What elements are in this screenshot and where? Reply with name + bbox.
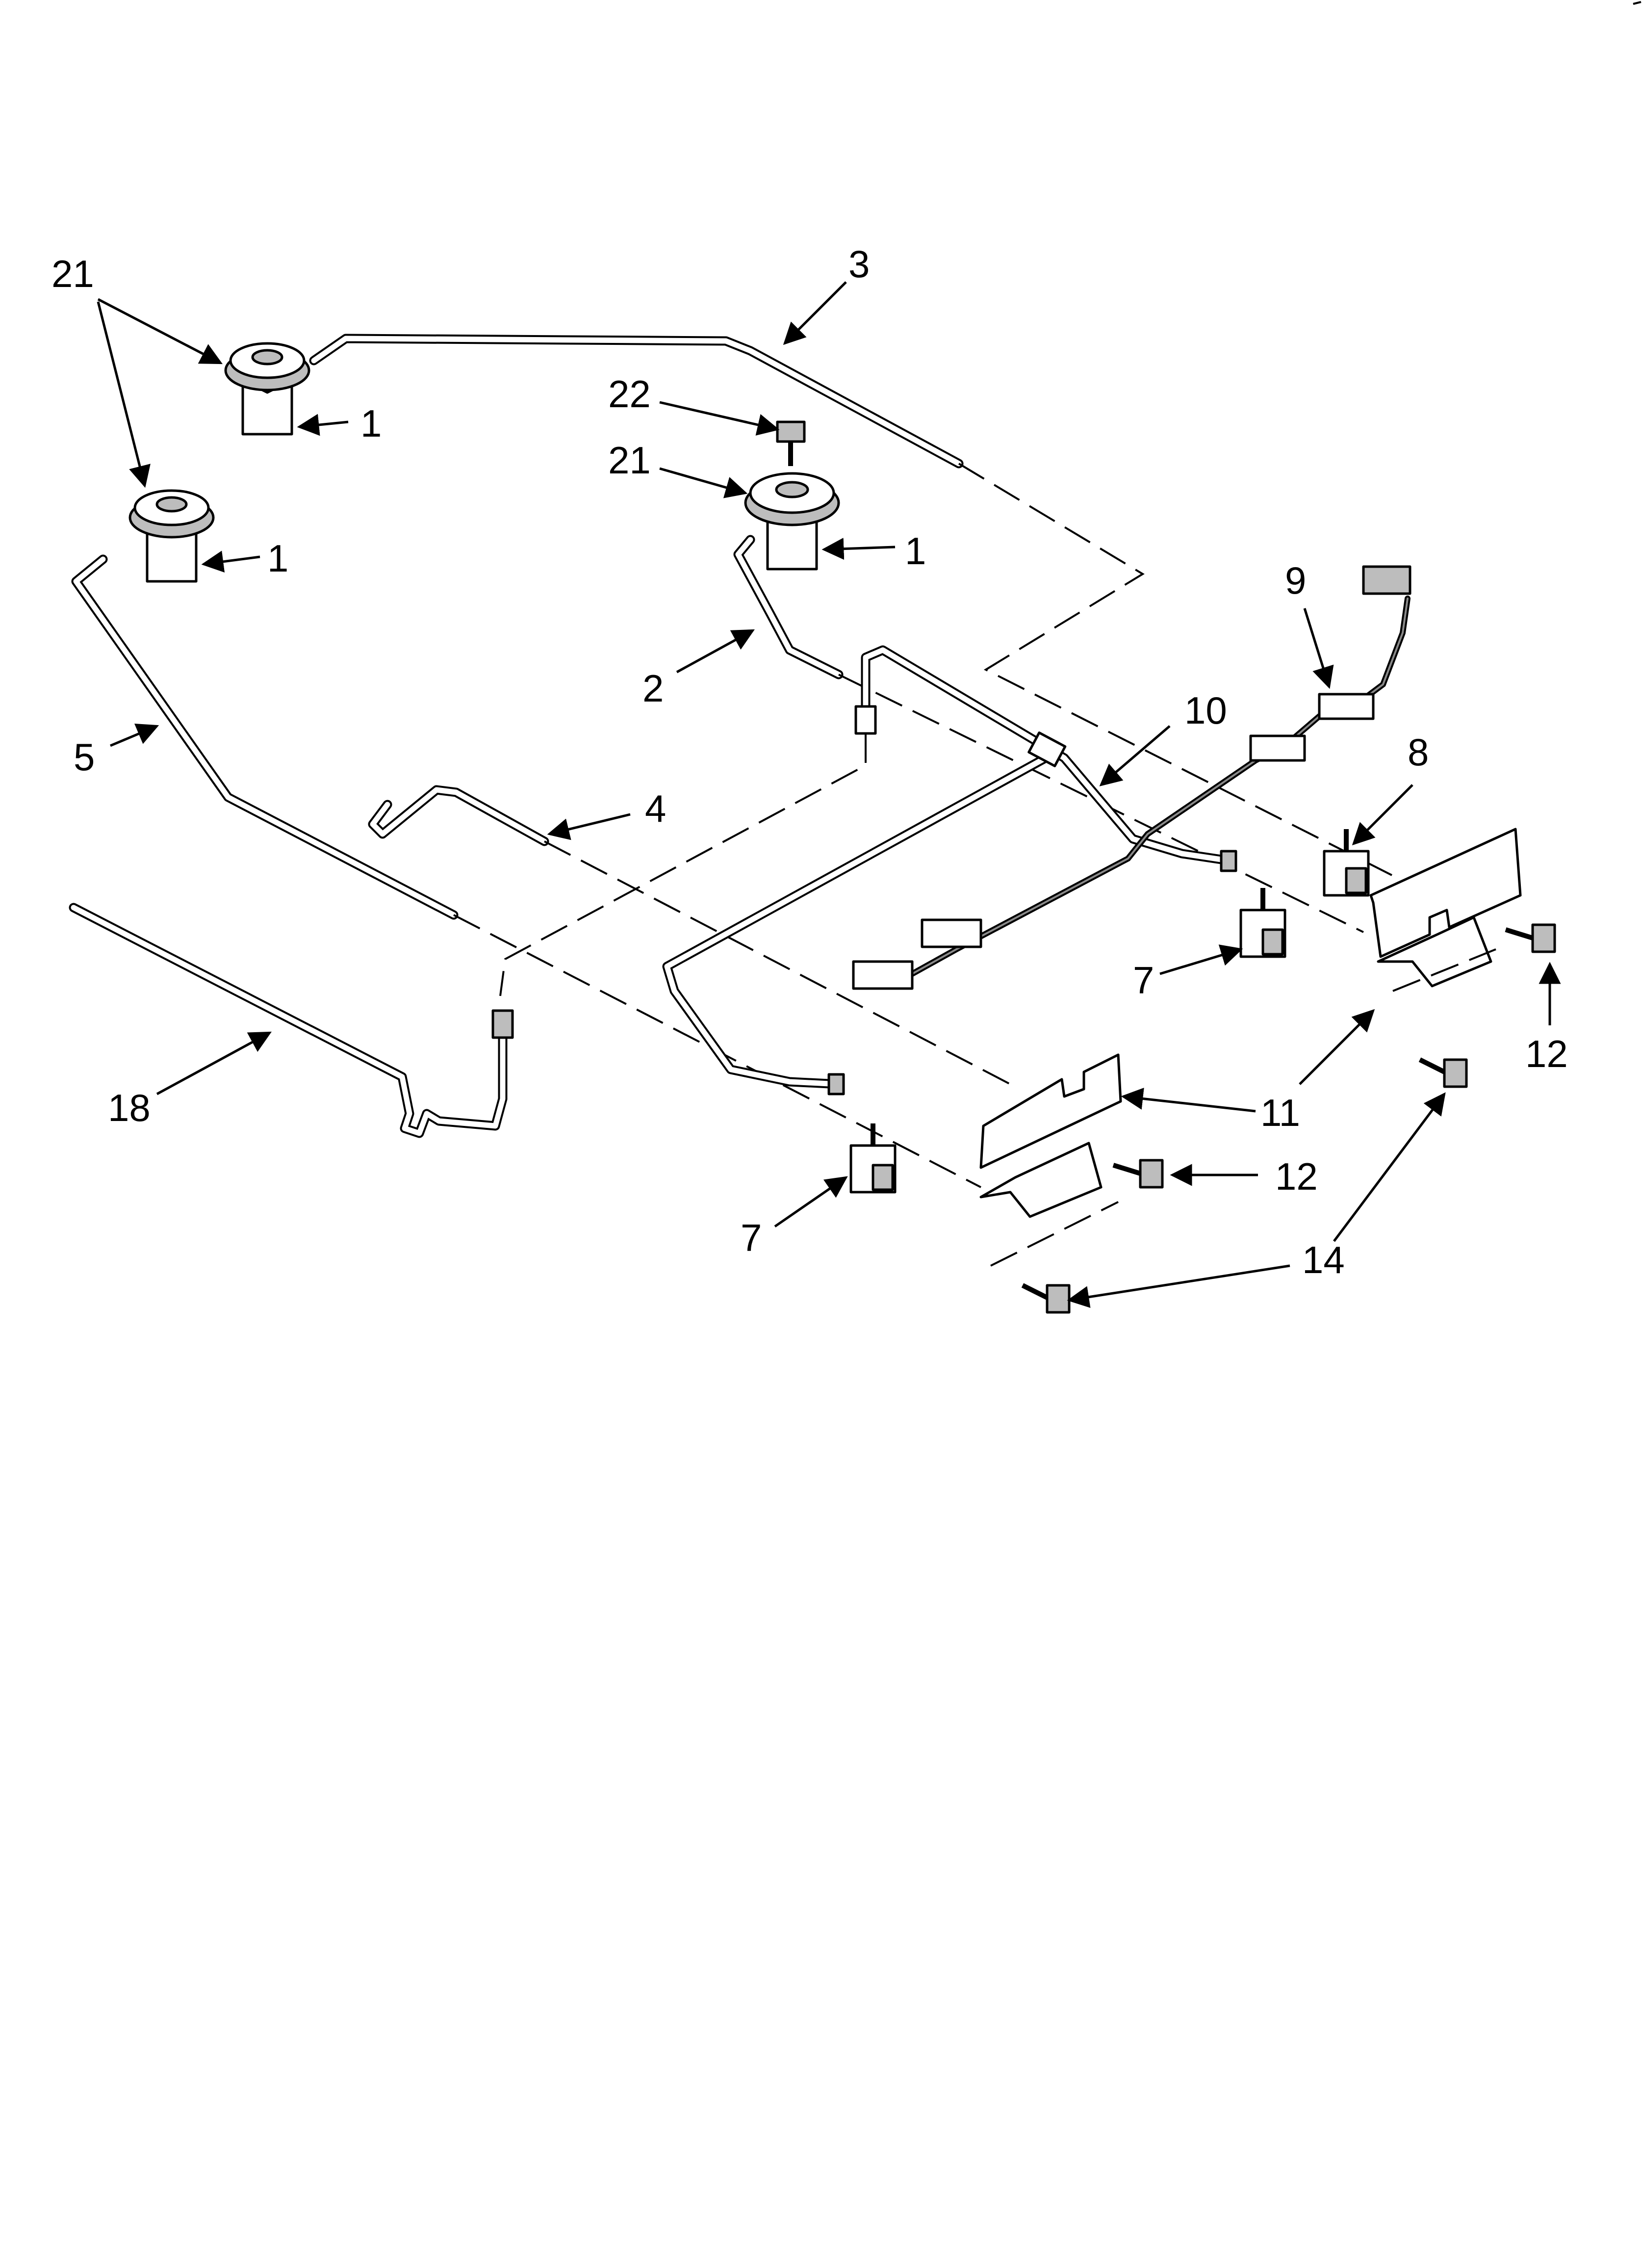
valve-7-lower (849, 1123, 897, 1194)
callout-2: 2 (642, 667, 664, 710)
bracket-11-right (1369, 828, 1522, 992)
leader-lines (97, 281, 1561, 1308)
callout-1-center: 1 (905, 529, 926, 573)
valve-8 (1323, 829, 1370, 897)
corner-mark (1633, 1, 1642, 5)
callout-10: 10 (1184, 689, 1227, 732)
burner-base-center (744, 472, 840, 571)
screw-12-right (1505, 923, 1556, 953)
callout-21-center: 21 (608, 439, 651, 482)
guide-line-tube10 (499, 733, 867, 996)
callout-9: 9 (1285, 559, 1306, 602)
screw-14-right (1418, 1057, 1468, 1088)
burner-tube-2 (733, 535, 844, 679)
callout-21-top-left: 21 (51, 252, 94, 295)
burner-base-left-bottom (128, 489, 215, 583)
screw-22 (776, 420, 806, 466)
callout-3: 3 (848, 242, 870, 286)
callout-7-lower: 7 (741, 1216, 762, 1259)
burner-tube-4 (368, 785, 549, 846)
callout-14: 14 (1302, 1238, 1345, 1281)
callout-1-top: 1 (360, 402, 382, 445)
burner-base-left-top (224, 342, 310, 436)
valve-7-upper (1239, 888, 1286, 958)
guide-line-tube4 (544, 840, 1011, 1085)
burner-tube-3 (309, 334, 964, 469)
manifold-tube-10 (662, 645, 1237, 1095)
callout-5: 5 (74, 735, 95, 779)
burner-tube-5 (71, 554, 459, 920)
callout-4: 4 (645, 787, 666, 830)
screw-12-left (1112, 1159, 1164, 1189)
gas-supply-tube-18 (69, 903, 514, 1138)
igniter-harness-9 (852, 565, 1411, 990)
callout-22: 22 (608, 372, 651, 416)
callout-12-left: 12 (1275, 1155, 1318, 1198)
callout-7-upper: 7 (1133, 959, 1154, 1002)
callout-8: 8 (1408, 730, 1429, 774)
callout-1-left: 1 (267, 537, 288, 580)
guide-line-tube3 (958, 463, 1398, 879)
bracket-11-left (979, 1053, 1122, 1267)
callout-18: 18 (108, 1086, 151, 1129)
callout-12-right: 12 (1525, 1032, 1568, 1075)
screw-14-left (1021, 1283, 1071, 1314)
callout-11: 11 (1260, 1091, 1300, 1134)
